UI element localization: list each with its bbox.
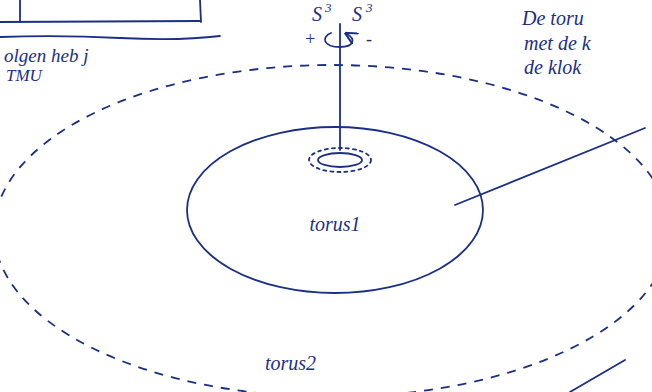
torus-ellipse: torus1: [185, 125, 485, 295]
sphere-symbol: S: [312, 4, 322, 24]
leader-line: [570, 360, 625, 392]
table-line: [19, 0, 21, 22]
sign: -: [366, 30, 372, 48]
table-line: [0, 21, 200, 22]
rotation-arrow: [325, 33, 353, 47]
torus-region: torus2 torus1: [0, 63, 652, 392]
axis-line: [339, 24, 341, 150]
ellipse-outline: [187, 127, 483, 293]
table-line: [200, 0, 201, 22]
underline-stroke: [0, 36, 220, 39]
superscript: 3: [366, 1, 373, 14]
region-label: torus2: [265, 353, 316, 373]
note-fragment: met de k: [524, 33, 591, 53]
note-fragment: olgen heb j: [4, 46, 88, 65]
note-fragment: TMU: [6, 67, 42, 84]
ellipse-outline: [0, 65, 652, 392]
hole: [318, 153, 362, 167]
dashed-hole: [309, 148, 371, 172]
region-label: torus1: [309, 214, 360, 234]
superscript: 3: [325, 1, 332, 14]
leader-line: [455, 128, 645, 205]
note-fragment: de klok: [524, 57, 581, 77]
ellipse-outline: [185, 125, 485, 295]
sphere-symbol: S: [352, 4, 362, 24]
note-fragment: De toru: [522, 8, 584, 28]
sign: +: [304, 30, 316, 48]
